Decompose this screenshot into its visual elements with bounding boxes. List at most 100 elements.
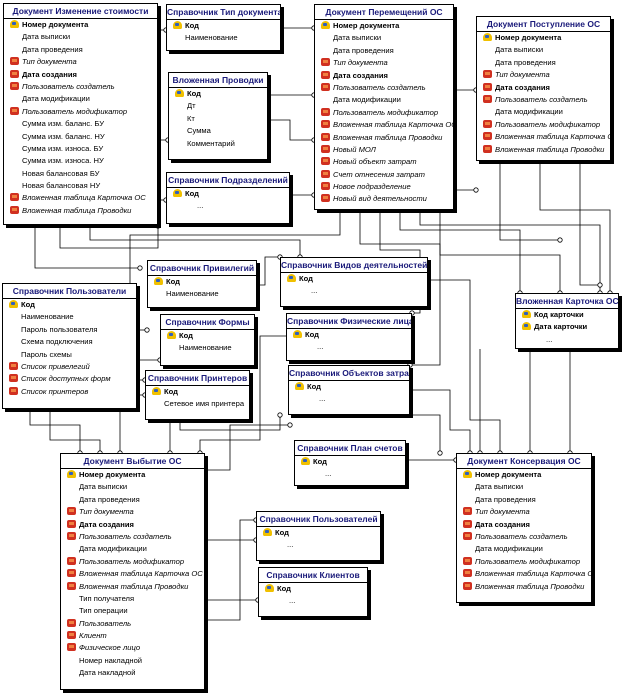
entity-field: Код [169, 88, 267, 100]
fk-icon [10, 69, 19, 78]
entity-field: Тип документа [477, 69, 610, 81]
relationship-line [59, 226, 159, 249]
entity-field: Дата создания [477, 82, 610, 94]
entity-field: Новое подразделение [315, 181, 453, 193]
fk-icon [67, 643, 76, 652]
title-divider [516, 308, 618, 309]
field-label: Счет отнесения затрат [333, 169, 425, 179]
entity-field: Тип операции [61, 605, 204, 617]
field-label: Сумма изм. износа. НУ [22, 156, 104, 166]
relationship-end-marker [277, 412, 283, 418]
field-label: ... [546, 334, 553, 344]
entity-field: Дата модификации [315, 94, 453, 106]
blank-icon [9, 325, 18, 333]
entity-field: ... [295, 468, 405, 480]
field-label: ... [197, 201, 204, 211]
field-label: Номер документа [333, 21, 400, 30]
blank-icon [67, 482, 76, 490]
field-label: Дата выписки [22, 32, 71, 42]
blank-icon [9, 350, 18, 358]
field-label: Дата выписки [333, 33, 382, 43]
blank-icon [299, 286, 308, 294]
entity-field: ... [259, 595, 367, 607]
relationship-line [129, 210, 341, 300]
fk-icon [483, 94, 492, 103]
blank-icon [321, 46, 330, 54]
title-divider [281, 272, 427, 273]
entity-field: Новая балансовая БУ [4, 168, 157, 180]
field-label: Наименование [166, 289, 219, 299]
blank-icon [10, 45, 19, 53]
entity-field: Пользователь создатель [477, 94, 610, 106]
blank-icon [307, 394, 316, 402]
entity-field: ... [289, 393, 409, 405]
blank-icon [167, 343, 176, 351]
field-label: Новая балансовая НУ [22, 181, 101, 191]
blank-icon [152, 399, 161, 407]
field-label: Тип операции [79, 606, 128, 616]
blank-icon [321, 95, 330, 103]
blank-icon [275, 540, 284, 548]
fk-icon [321, 107, 330, 116]
blank-icon [175, 139, 184, 147]
entity-field: Код [289, 381, 409, 393]
field-label: Номер документа [475, 470, 542, 479]
fk-icon [10, 81, 19, 90]
entity-field: Новая балансовая НУ [4, 180, 157, 192]
fk-icon [67, 631, 76, 640]
title-divider [477, 31, 610, 32]
title-divider [457, 468, 591, 469]
field-label: Список принтеров [21, 386, 89, 396]
entity-field: Пользователь создатель [61, 531, 204, 543]
entity-title: Вложенная Карточка ОС [516, 296, 618, 306]
fk-icon [67, 556, 76, 565]
fk-icon [9, 386, 18, 395]
field-label: Схема подключения [21, 337, 93, 347]
entity-field: Дата проведения [477, 57, 610, 69]
entity-field: Вложенная таблица Карточка ОС [61, 568, 204, 580]
field-label: Вложенная таблица Проводки [333, 132, 443, 142]
entity-field: Код [295, 456, 405, 468]
entity-title: Справочник План счетов [297, 443, 403, 453]
blank-icon [67, 495, 76, 503]
blank-icon [277, 596, 286, 604]
field-label: Тип документа [79, 507, 134, 517]
blank-icon [463, 495, 472, 503]
entity-field: Дата модификации [477, 106, 610, 118]
blank-icon [305, 342, 314, 350]
blank-icon [175, 101, 184, 109]
relationship-line [179, 415, 281, 431]
entity-field: Клиент [61, 630, 204, 642]
fk-icon [463, 581, 472, 590]
entity-title: Справочник Пользователи [12, 286, 127, 296]
entity-field: Вложенная таблица Карточка ОС [315, 119, 453, 131]
entity-field: Сумма изм. износа. БУ [4, 143, 157, 155]
blank-icon [483, 58, 492, 66]
entity-field: Вложенная таблица Карточка ОС [477, 131, 610, 143]
fk-icon [463, 519, 472, 528]
key-icon [167, 331, 176, 339]
entity-field: Дата выписки [477, 44, 610, 56]
entity-field: Номер документа [477, 32, 610, 44]
entity-field: Номер документа [61, 469, 204, 481]
field-label: Тип документа [22, 57, 77, 67]
field-label: ... [311, 286, 318, 296]
entity-field: Дата проведения [315, 45, 453, 57]
field-label: Дата проведения [475, 494, 536, 504]
fk-icon [463, 556, 472, 565]
blank-icon [9, 337, 18, 345]
field-label: Дата создания [79, 519, 134, 529]
entity-field: Код [161, 330, 254, 342]
entity-field: Дата модификации [61, 543, 204, 555]
field-label: Код [305, 330, 319, 339]
entity-field: Код [281, 273, 427, 285]
key-icon [9, 300, 18, 308]
field-label: ... [317, 342, 324, 352]
entity-field: Код [146, 386, 249, 398]
key-icon [173, 189, 182, 197]
blank-icon [10, 94, 19, 102]
field-label: Новая балансовая БУ [22, 168, 100, 178]
